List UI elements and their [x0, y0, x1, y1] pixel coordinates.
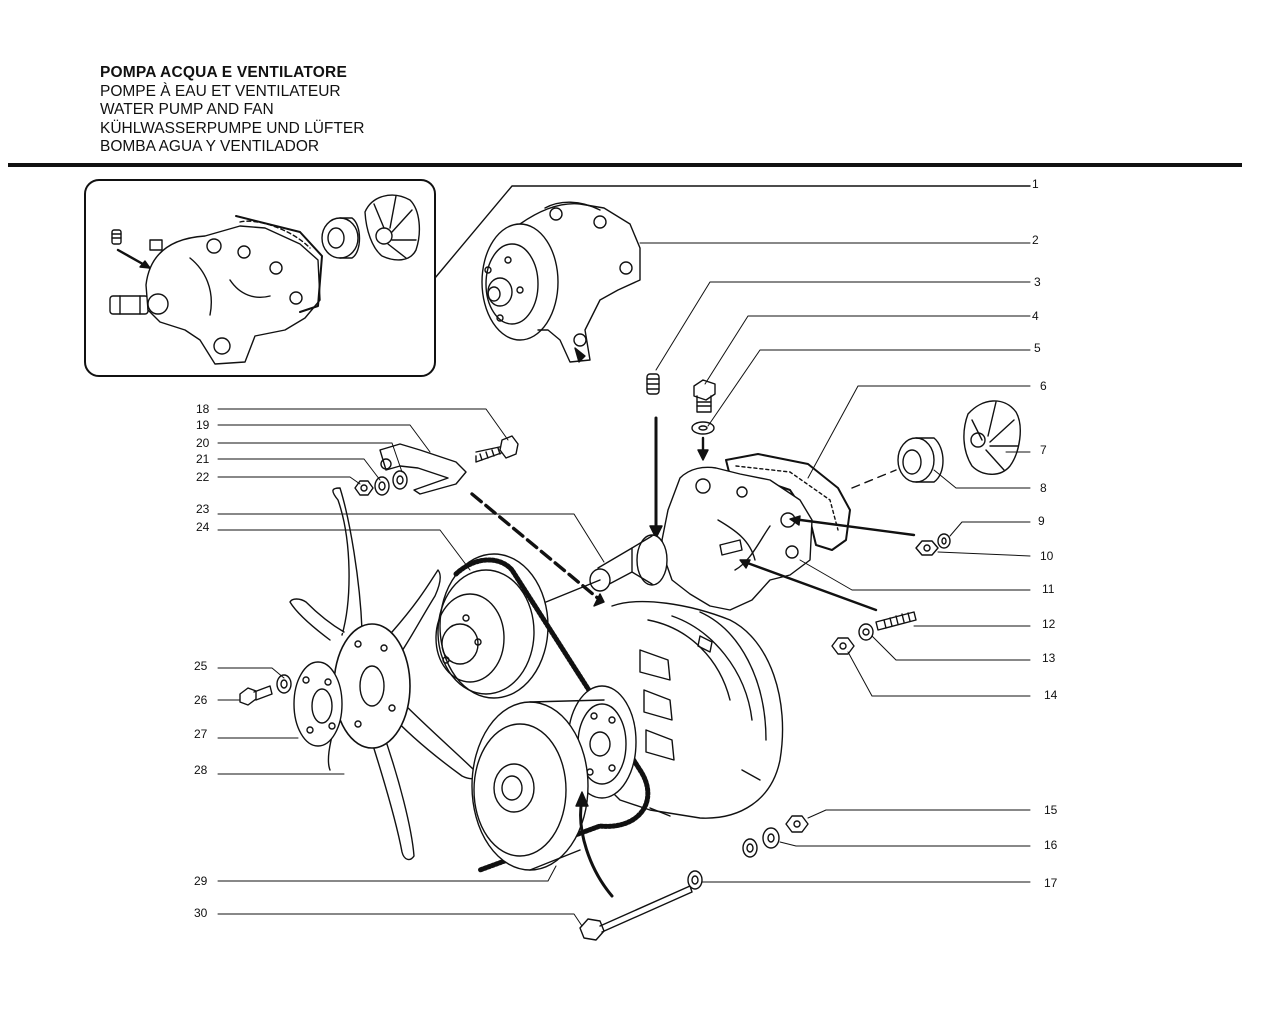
callout-19: 19 [196, 418, 210, 432]
leader-lines [217, 242, 1031, 927]
title-french: POMPE À EAU ET VENTILATEUR [100, 82, 341, 100]
v-belt-icon [453, 557, 651, 873]
alternator-icon [599, 600, 784, 819]
header-rule [8, 163, 1242, 167]
title-block: POMPA ACQUA E VENTILATORE POMPE À EAU ET… [100, 64, 364, 157]
title-english: WATER PUMP AND FAN [100, 101, 274, 118]
callout-2: 2 [1032, 233, 1039, 247]
callout-20: 20 [196, 436, 210, 450]
title-spanish: BOMBA AGUA Y VENTILADOR [100, 138, 320, 155]
callout-1: 1 [1032, 177, 1039, 191]
callout-9: 9 [1038, 514, 1045, 528]
callout-16: 16 [1044, 838, 1058, 852]
callout-7: 7 [1040, 443, 1047, 457]
assembly-arrow-icon [470, 492, 605, 607]
seal-bearing-icon [851, 437, 944, 489]
callout-12: 12 [1042, 617, 1056, 631]
impeller-icon [963, 400, 1021, 475]
bolt-icon [693, 379, 716, 413]
callout-25: 25 [194, 659, 208, 673]
callout-22: 22 [196, 470, 210, 484]
callout-23: 23 [196, 502, 210, 516]
callout-14: 14 [1044, 688, 1058, 702]
title-italian: POMPA ACQUA E VENTILATORE [100, 64, 347, 81]
callout-28: 28 [194, 763, 208, 777]
callout-17: 17 [1044, 876, 1058, 890]
plug-icon [646, 373, 663, 539]
callout-15: 15 [1044, 803, 1058, 817]
callout-5: 5 [1034, 341, 1041, 355]
callout-8: 8 [1040, 481, 1047, 495]
long-bolt-icon [579, 815, 809, 941]
callout-24: 24 [196, 520, 210, 534]
stud-icon [739, 559, 917, 655]
fan-spacer-icon [239, 661, 343, 747]
crank-pulley-icon [471, 699, 605, 871]
callout-18: 18 [196, 402, 210, 416]
fan-blade-icon [289, 487, 477, 861]
curved-arrow-icon [575, 791, 614, 898]
callout-11: 11 [1042, 582, 1055, 596]
washer-icon [691, 421, 715, 461]
callout-13: 13 [1042, 651, 1056, 665]
callout-27: 27 [194, 727, 208, 741]
callout-3: 3 [1034, 275, 1041, 289]
water-pump-housing-icon [481, 201, 641, 363]
callout-26: 26 [194, 693, 208, 707]
callout-30: 30 [194, 906, 208, 920]
callout-10: 10 [1040, 549, 1054, 563]
callout-6: 6 [1040, 379, 1047, 393]
bracket-icon [354, 435, 519, 496]
nut-washer-icon [789, 515, 951, 556]
callout-numbers: 1 2 3 4 5 6 7 8 9 10 11 12 13 14 15 16 1… [194, 177, 1058, 920]
title-german: KÜHLWASSERPUMPE UND LÜFTER [100, 119, 365, 137]
callout-29: 29 [194, 874, 208, 888]
callout-21: 21 [196, 452, 210, 466]
callout-4: 4 [1032, 309, 1039, 323]
pump-body-icon [589, 466, 813, 611]
water-pump-assembly-inset-icon [84, 179, 1031, 377]
